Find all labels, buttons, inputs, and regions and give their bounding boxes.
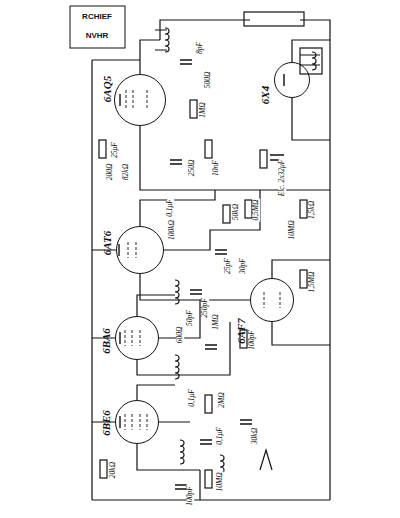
tube-type: 6X4 — [259, 86, 271, 104]
tube-envelope: 6AT6 — [116, 226, 164, 274]
component-value: 0,1μF — [216, 426, 224, 446]
coil-winding — [175, 280, 179, 304]
tube-envelope: 6AF7 — [250, 278, 294, 322]
supply-wire — [272, 40, 330, 345]
component-value: 200Ω — [106, 163, 114, 182]
transformer-core — [155, 30, 320, 65]
output-wire — [92, 20, 330, 190]
component-value: 1MΩ — [199, 101, 207, 118]
resistor-symbol — [99, 100, 307, 488]
tube-envelope: 6BE6 — [115, 400, 159, 444]
component-value: 8pF — [196, 41, 204, 55]
coil-winding — [165, 28, 169, 52]
tube-type: 6AF7 — [235, 318, 247, 344]
mixer-wire — [92, 385, 200, 500]
detector-wire — [92, 190, 260, 300]
component-value: 500Ω — [204, 71, 212, 90]
speaker-symbol — [244, 12, 304, 26]
tube-type: 6AQ5 — [101, 76, 113, 102]
archive-stamp-text: RCHIEF — [81, 13, 113, 21]
component-value: 1MΩ — [212, 313, 220, 330]
if-wire — [92, 295, 230, 375]
tube-type: 6BA6 — [100, 328, 112, 354]
component-value: 0,5MΩ — [252, 198, 260, 221]
component-value: 250Ω — [188, 159, 196, 178]
component-value: 2MΩ — [218, 391, 226, 408]
tube-type: 6BE6 — [100, 410, 112, 436]
component-value: 1,5kΩ — [308, 200, 316, 220]
tube-type: 6AT6 — [101, 231, 113, 255]
component-value: 82kΩ — [122, 163, 130, 181]
component-value: Elc. 2x32μF — [278, 159, 286, 198]
component-value: 10MΩ — [288, 219, 296, 240]
power-transformer — [300, 48, 322, 74]
component-value: 30pF — [239, 257, 247, 275]
component-value: 0,1μF — [188, 388, 196, 408]
tuning-capacitor — [260, 450, 272, 470]
component-value: 20kΩ — [109, 461, 117, 479]
component-value: 100pF — [248, 329, 256, 351]
component-value: 1,5MΩ — [308, 270, 316, 293]
component-value: 10nF — [212, 159, 220, 177]
component-value: 25μF — [111, 141, 119, 159]
component-value: 0,1μF — [166, 198, 174, 218]
coil-winding — [175, 355, 179, 379]
coil-winding — [220, 455, 224, 473]
cathode-filaments — [119, 74, 284, 428]
component-value: 250pF — [201, 297, 209, 319]
component-value: 30kΩ — [251, 427, 259, 445]
tube-envelope: 6AQ5 — [114, 74, 166, 126]
coil-winding — [312, 52, 316, 70]
tube-envelope: 6BA6 — [115, 316, 159, 360]
coil-winding — [180, 440, 184, 464]
capacitor-symbol — [170, 60, 284, 489]
component-value: 600Ω — [176, 326, 184, 345]
rail-wire — [92, 40, 330, 500]
component-value: 100kΩ — [168, 219, 176, 241]
tube-envelope: 6X4 — [274, 62, 310, 98]
archive-stamp — [70, 6, 125, 48]
coil-windings — [165, 28, 316, 473]
component-value: 10MΩ — [216, 471, 224, 492]
component-value: 100pF — [186, 485, 194, 507]
component-value: 25pF — [224, 257, 232, 275]
component-value: 50kΩ — [232, 203, 240, 221]
component-value: 50pF — [186, 309, 194, 327]
archive-stamp-text: NVHR — [85, 32, 110, 40]
